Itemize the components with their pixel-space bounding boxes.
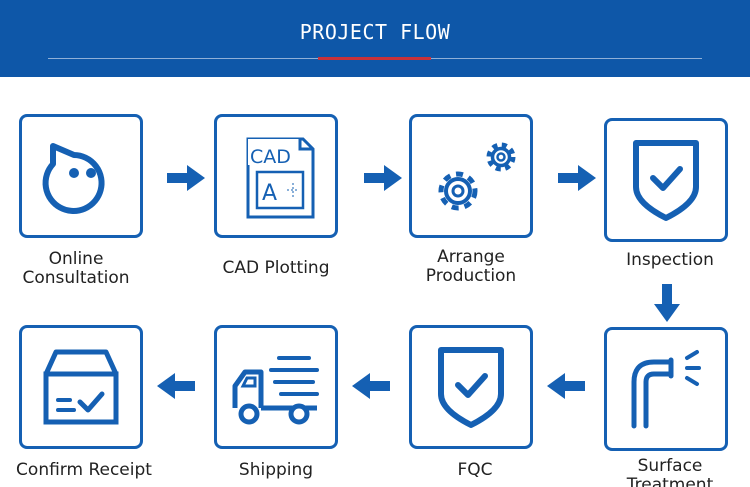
shield-check-icon: [633, 140, 699, 221]
down-arrow-icon: [654, 284, 680, 322]
step-label-cad-plotting: CAD Plotting: [222, 258, 330, 278]
step-label-online-consultation: Online Consultation: [22, 249, 130, 288]
page-title: PROJECT FLOW: [299, 20, 451, 44]
step-fqc: [409, 325, 533, 449]
step-cad-plotting: CAD A: [214, 114, 338, 238]
right-arrow-icon: [558, 165, 596, 191]
chat-bubble-icon: [42, 143, 105, 214]
header-banner: PROJECT FLOW: [0, 0, 750, 77]
step-label-surface-treatment: Surface Treatment: [626, 456, 714, 487]
gears-icon: [438, 142, 516, 211]
parcel-box-check-icon: [43, 349, 119, 425]
header-accent-bar: [318, 57, 431, 60]
step-label-confirm-receipt: Confirm Receipt: [16, 460, 152, 480]
step-label-arrange-production: Arrange Production: [425, 247, 517, 286]
right-arrow-icon: [167, 165, 205, 191]
step-online-consultation: [19, 114, 143, 238]
left-arrow-icon: [157, 373, 195, 399]
step-label-fqc: FQC: [457, 460, 493, 480]
cad-text: CAD: [250, 146, 291, 168]
step-arrange-production: [409, 114, 533, 238]
shield-check-icon: [438, 347, 504, 428]
right-arrow-icon: [364, 165, 402, 191]
left-arrow-icon: [547, 373, 585, 399]
delivery-truck-icon: [232, 356, 319, 425]
step-label-inspection: Inspection: [626, 250, 714, 270]
cad-letter: A: [262, 181, 277, 206]
spray-nozzle-icon: [631, 350, 701, 429]
step-inspection: [604, 118, 728, 242]
cad-file-icon: CAD A: [246, 137, 315, 219]
step-label-shipping: Shipping: [238, 460, 314, 480]
left-arrow-icon: [352, 373, 390, 399]
step-shipping: [214, 325, 338, 449]
step-surface-treatment: [604, 327, 728, 451]
step-confirm-receipt: [19, 325, 143, 449]
